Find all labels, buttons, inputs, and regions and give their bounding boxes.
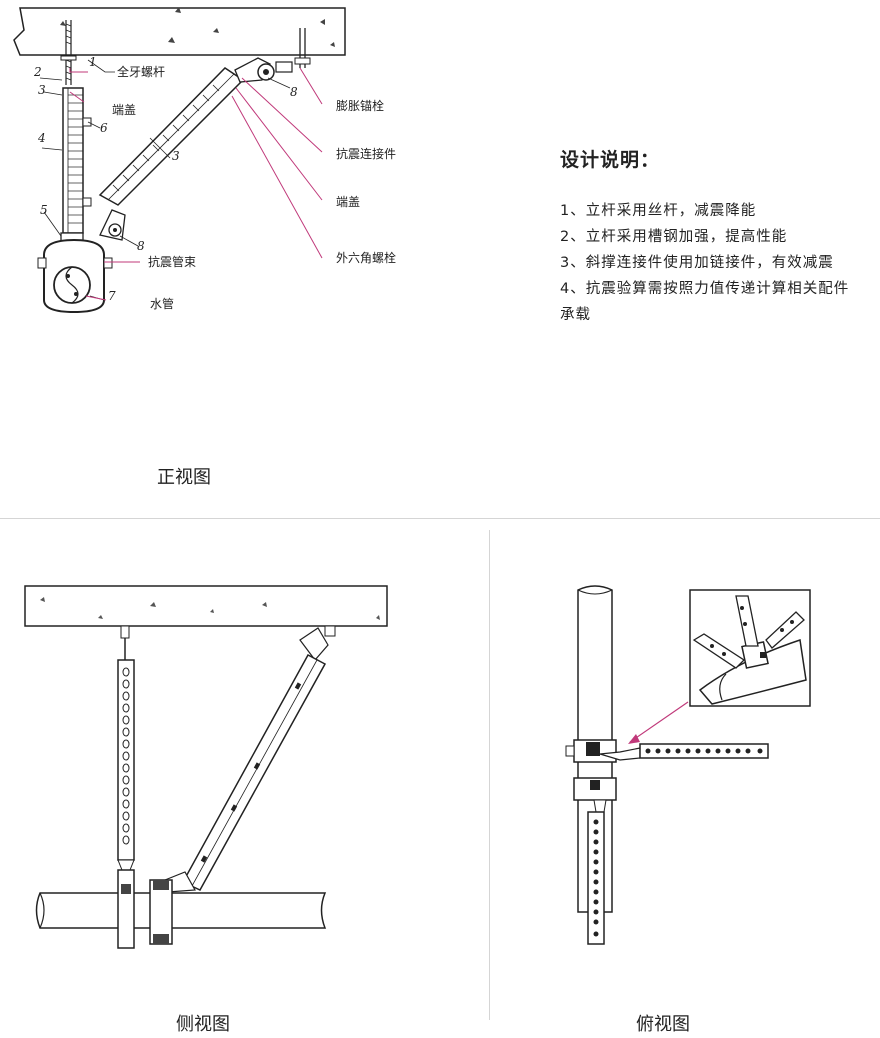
design-notes-title: 设计说明： [560, 149, 661, 171]
label-anchor: 膨胀锚栓 [336, 98, 384, 113]
label-water-pipe: 水管 [150, 296, 174, 311]
design-note-2: 2、立杆采用槽钢加强，提高性能 [560, 229, 788, 245]
vertical-channel [62, 87, 84, 234]
callout-4: 4 [37, 131, 46, 145]
callout-6: 6 [100, 121, 108, 135]
design-note-3: 3、斜撑连接件使用加链接件，有效减震 [560, 255, 834, 271]
callout-3: 3 [38, 83, 46, 97]
callout-2: 2 [33, 65, 42, 79]
callout-5: 5 [40, 203, 48, 217]
label-threaded-rod: 全牙螺杆 [117, 64, 165, 79]
callout-8: 8 [137, 239, 145, 253]
label-end-cap-left: 端盖 [112, 103, 136, 117]
design-notes: 设计说明： 1、立杆采用丝杆，减震降能 2、立杆采用槽钢加强，提高性能 3、斜撑… [560, 145, 850, 328]
design-note-4: 4、抗震验算需按照力值传递计算相关配件承载 [560, 281, 850, 323]
callout-8-top: 8 [290, 85, 298, 99]
top-view-title: 俯视图 [636, 1014, 690, 1035]
label-connector: 抗震连接件 [336, 146, 396, 161]
label-clamp: 抗震管束 [148, 254, 196, 269]
ceiling-slab [13, 7, 346, 56]
vertical-divider [489, 530, 490, 1020]
label-end-cap-right: 端盖 [336, 195, 360, 209]
callout-3-diagonal: 3 [172, 149, 180, 163]
callout-7: 7 [108, 289, 116, 303]
side-view-title: 侧视图 [176, 1014, 230, 1035]
front-view-title: 正视图 [157, 467, 211, 488]
callout-1: 1 [89, 55, 97, 69]
horizontal-divider [0, 518, 880, 519]
design-note-1: 1、立杆采用丝杆，减震降能 [560, 203, 757, 219]
label-hex-bolt: 外六角螺栓 [336, 250, 396, 265]
